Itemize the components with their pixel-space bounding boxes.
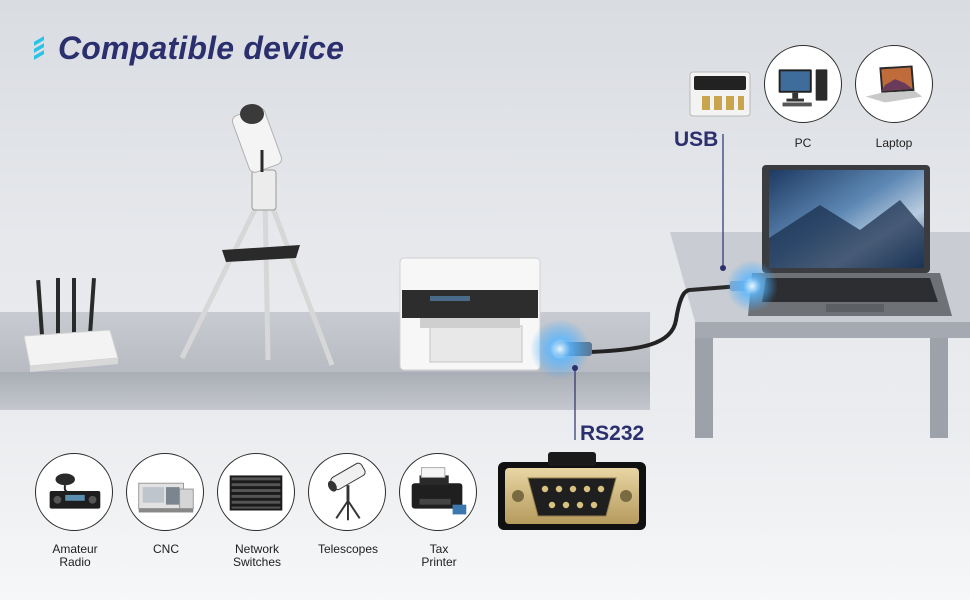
network-switch-icon [229,475,283,511]
rs232-label: RS232 [580,422,645,445]
network-switches-label: Network Switches [232,542,282,569]
cnc-machine-icon [138,482,194,513]
tax-printer-circle [399,453,477,531]
title-block: Compatible device [34,30,344,67]
network-switches-circle [217,453,295,531]
laptop-circle [855,45,933,123]
pc-icon [778,69,828,107]
laptop-illustration [748,165,952,316]
telescope-illustration [179,104,335,366]
tax-printer-icon [411,467,467,515]
tax-printer-label: Tax Printer [421,542,457,569]
usb-plug-icon [689,71,751,117]
pc-circle [764,45,842,123]
cnc-circle [126,453,204,531]
title-accent-icon [34,35,48,62]
telescopes-label: Telescopes [317,542,379,556]
usb-label: USB [674,128,719,151]
router-illustration [23,277,119,372]
telescope-icon [327,462,366,521]
laptop-icon [865,65,923,103]
telescopes-circle [308,453,386,531]
laptop-label: Laptop [875,136,913,150]
pc-label: PC [794,136,812,150]
cnc-label: CNC [153,542,179,556]
amateur-radio-circle [35,453,113,531]
printer-illustration [399,257,541,371]
page-title: Compatible device [58,30,345,66]
amateur-radio-icon [49,473,101,509]
amateur-radio-label: Amateur Radio [52,542,98,569]
db9-connector-icon [498,452,646,530]
